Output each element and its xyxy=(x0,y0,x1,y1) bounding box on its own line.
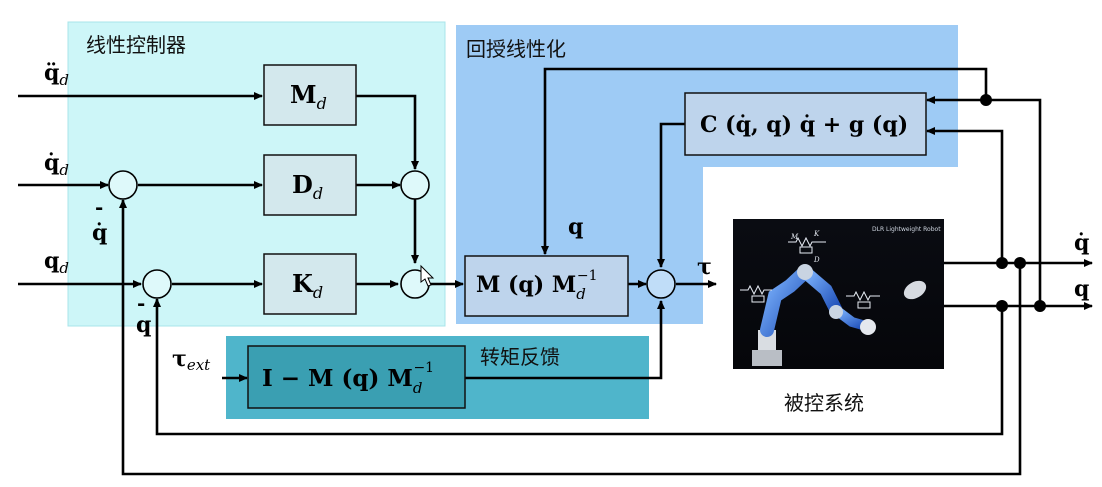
linear-controller-title: 线性控制器 xyxy=(86,33,186,57)
Md-block xyxy=(263,64,357,126)
Kd-block xyxy=(263,253,357,315)
junction-q-top-branch xyxy=(1034,300,1046,312)
torque-feedback-block xyxy=(247,345,466,409)
junction-qdot-C xyxy=(996,257,1008,269)
Md-label: Md xyxy=(290,80,327,113)
qd-d-label: q̇d xyxy=(44,150,69,179)
qdot-feedback-label: q̇ xyxy=(92,220,107,246)
sum-junction-position xyxy=(142,269,172,299)
junction-q-feedback xyxy=(996,300,1008,312)
torque-feedback-label: I − M (q) Md−1 xyxy=(262,360,434,397)
feedback-linearization-title: 回授线性化 xyxy=(466,37,566,61)
q-input-label: q xyxy=(568,214,583,240)
tau-ext-label: τext xyxy=(172,346,211,374)
sum-junction-1 xyxy=(400,170,430,200)
q-d-label: qd xyxy=(44,248,69,277)
controlled-system-title: 被控系统 xyxy=(784,391,864,415)
wire-qdot-feedback xyxy=(119,199,1022,476)
Dd-block xyxy=(263,154,357,216)
wire-q-to-MqMd xyxy=(541,67,1042,306)
coriolis-gravity-label: C (q̇, q) q̇ + g (q) xyxy=(700,112,908,138)
robot-caption: DLR Lightweight Robot xyxy=(872,226,941,233)
tau-label: τ xyxy=(697,254,712,280)
sum-junction-velocity xyxy=(108,170,138,200)
qdd-d-label: q̈d xyxy=(44,60,69,89)
junction-q-top xyxy=(980,94,992,106)
wire-torque-to-sum3 xyxy=(465,300,665,380)
wire-q-feedback xyxy=(153,298,1004,436)
coriolis-gravity-block xyxy=(684,92,927,156)
minus-q-sign: - xyxy=(137,291,145,315)
MqMd-inverse-block xyxy=(464,255,629,317)
svg-text:K: K xyxy=(813,230,820,238)
wire-Md-to-sum1 xyxy=(356,94,419,170)
svg-text:M: M xyxy=(790,233,799,241)
MqMd-inverse-label: M (q) Md−1 xyxy=(476,268,597,303)
wire-qdot-to-C xyxy=(926,127,1004,263)
wire-C-to-sum3 xyxy=(657,122,685,268)
mouse-cursor-icon xyxy=(420,264,435,287)
svg-text:D: D xyxy=(813,256,820,264)
Dd-label: Dd xyxy=(292,170,323,203)
junction-qdot-feedback xyxy=(1014,257,1026,269)
q-output-label: q xyxy=(1074,276,1089,302)
torque-feedback-title: 转矩反馈 xyxy=(480,345,560,369)
minus-qdot-sign: - xyxy=(95,195,103,219)
sum-junction-tau xyxy=(646,269,676,299)
robot-photo: DLR Lightweight Robot K D M xyxy=(733,219,944,369)
qdot-output-label: q̇ xyxy=(1074,230,1089,256)
q-feedback-label: q xyxy=(136,312,151,338)
Kd-label: Kd xyxy=(292,269,323,302)
